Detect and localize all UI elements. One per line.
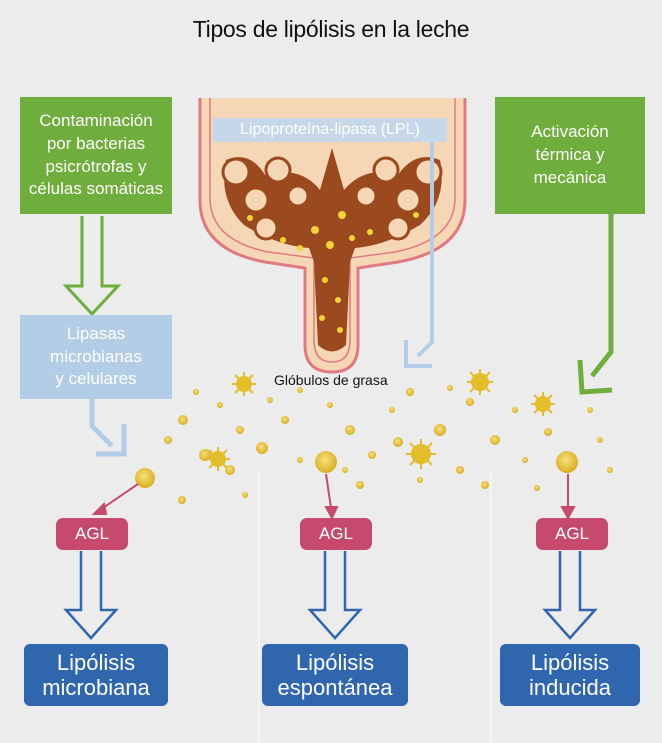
lipases-box: Lipasas microbianas y celulares <box>20 315 172 399</box>
agl-badge-center: AGL <box>300 518 372 550</box>
diagram-title: Tipos de lipólisis en la leche <box>192 16 470 42</box>
fat-globule-bursts <box>206 369 555 471</box>
agl-to-result-arrows <box>63 551 598 640</box>
column-divider <box>490 470 492 743</box>
lpl-label: Lipoproteína-lipasa (LPL) <box>213 118 447 142</box>
result-microbiana: Lipólisis microbiana <box>24 644 168 706</box>
result-inducida: Lipólisis inducida <box>500 644 640 706</box>
column-divider <box>258 470 260 743</box>
activation-box: Activación térmica y mecánica <box>495 97 645 214</box>
agl-badge-right: AGL <box>536 518 608 550</box>
globules-label: Glóbulos de grasa <box>274 372 388 388</box>
globule-to-agl-arrows <box>91 473 576 521</box>
lipase-arrow <box>89 398 127 457</box>
contamination-arrow <box>62 216 122 317</box>
agl-badge-left: AGL <box>56 518 128 550</box>
result-espontanea: Lipólisis espontánea <box>262 644 408 706</box>
mammary-gland-illustration <box>198 98 467 374</box>
activation-arrow <box>577 214 614 395</box>
contamination-box: Contaminación por bacterias psicrótrofas… <box>20 97 172 214</box>
lpl-arrow <box>404 142 434 368</box>
